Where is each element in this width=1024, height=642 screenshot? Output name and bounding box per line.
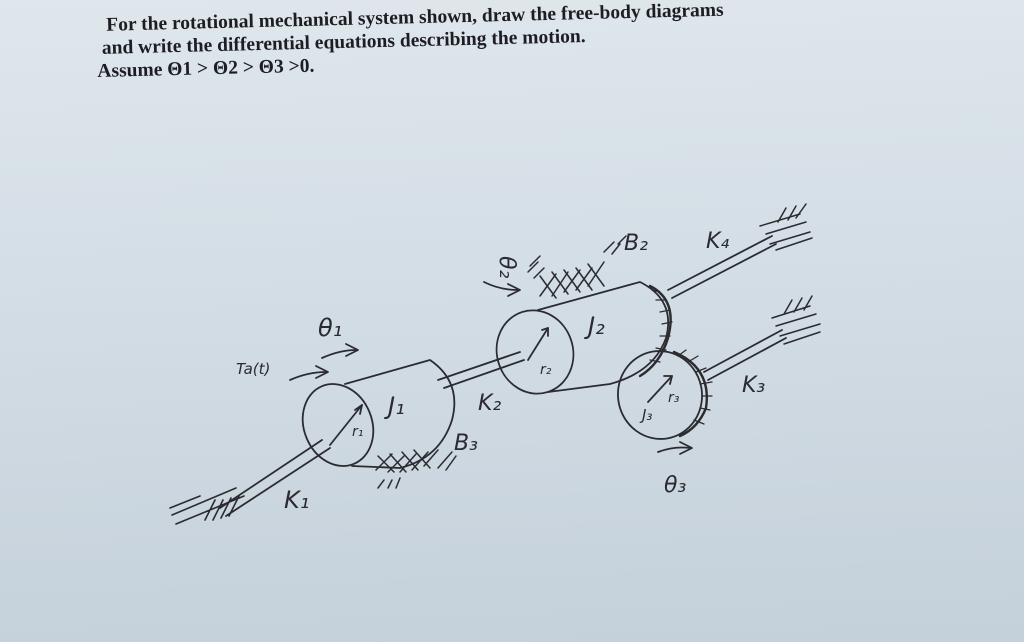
label-r2: r₂: [540, 362, 552, 378]
theta2-arrow: [483, 281, 521, 297]
shaft-k1: [219, 439, 331, 517]
label-k4: K₄: [706, 229, 729, 254]
label-j2: J₂: [584, 312, 605, 340]
label-b2: B₂: [624, 231, 648, 256]
label-j1: J₁: [384, 392, 405, 420]
label-theta1: θ₁: [318, 314, 342, 342]
label-r1: r₁: [352, 424, 363, 440]
damper-b3: [375, 449, 457, 489]
label-theta2: θ₂: [494, 256, 519, 278]
label-k1: K₁: [284, 486, 309, 514]
label-theta3: θ₃: [664, 473, 686, 498]
label-j3: J₃: [639, 406, 652, 424]
label-torque: Ta(t): [236, 360, 270, 378]
shaft-k2: [437, 351, 525, 389]
inertia-j1: [301, 359, 456, 469]
label-k3: K₃: [742, 373, 765, 398]
label-b3: B₃: [454, 431, 478, 456]
shaft-k4: [667, 203, 813, 299]
theta1-arrow: [321, 343, 359, 359]
label-k2: K₂: [478, 391, 501, 416]
damper-b2: [527, 235, 627, 299]
inertia-j3: [617, 349, 713, 440]
ground-hatch-left: [169, 487, 245, 525]
shaft-k3: [703, 295, 821, 381]
inertia-j2: [495, 281, 673, 395]
label-r3: r₃: [668, 390, 680, 406]
theta3-arrow: [657, 441, 693, 455]
torque-arrow: [289, 365, 329, 381]
